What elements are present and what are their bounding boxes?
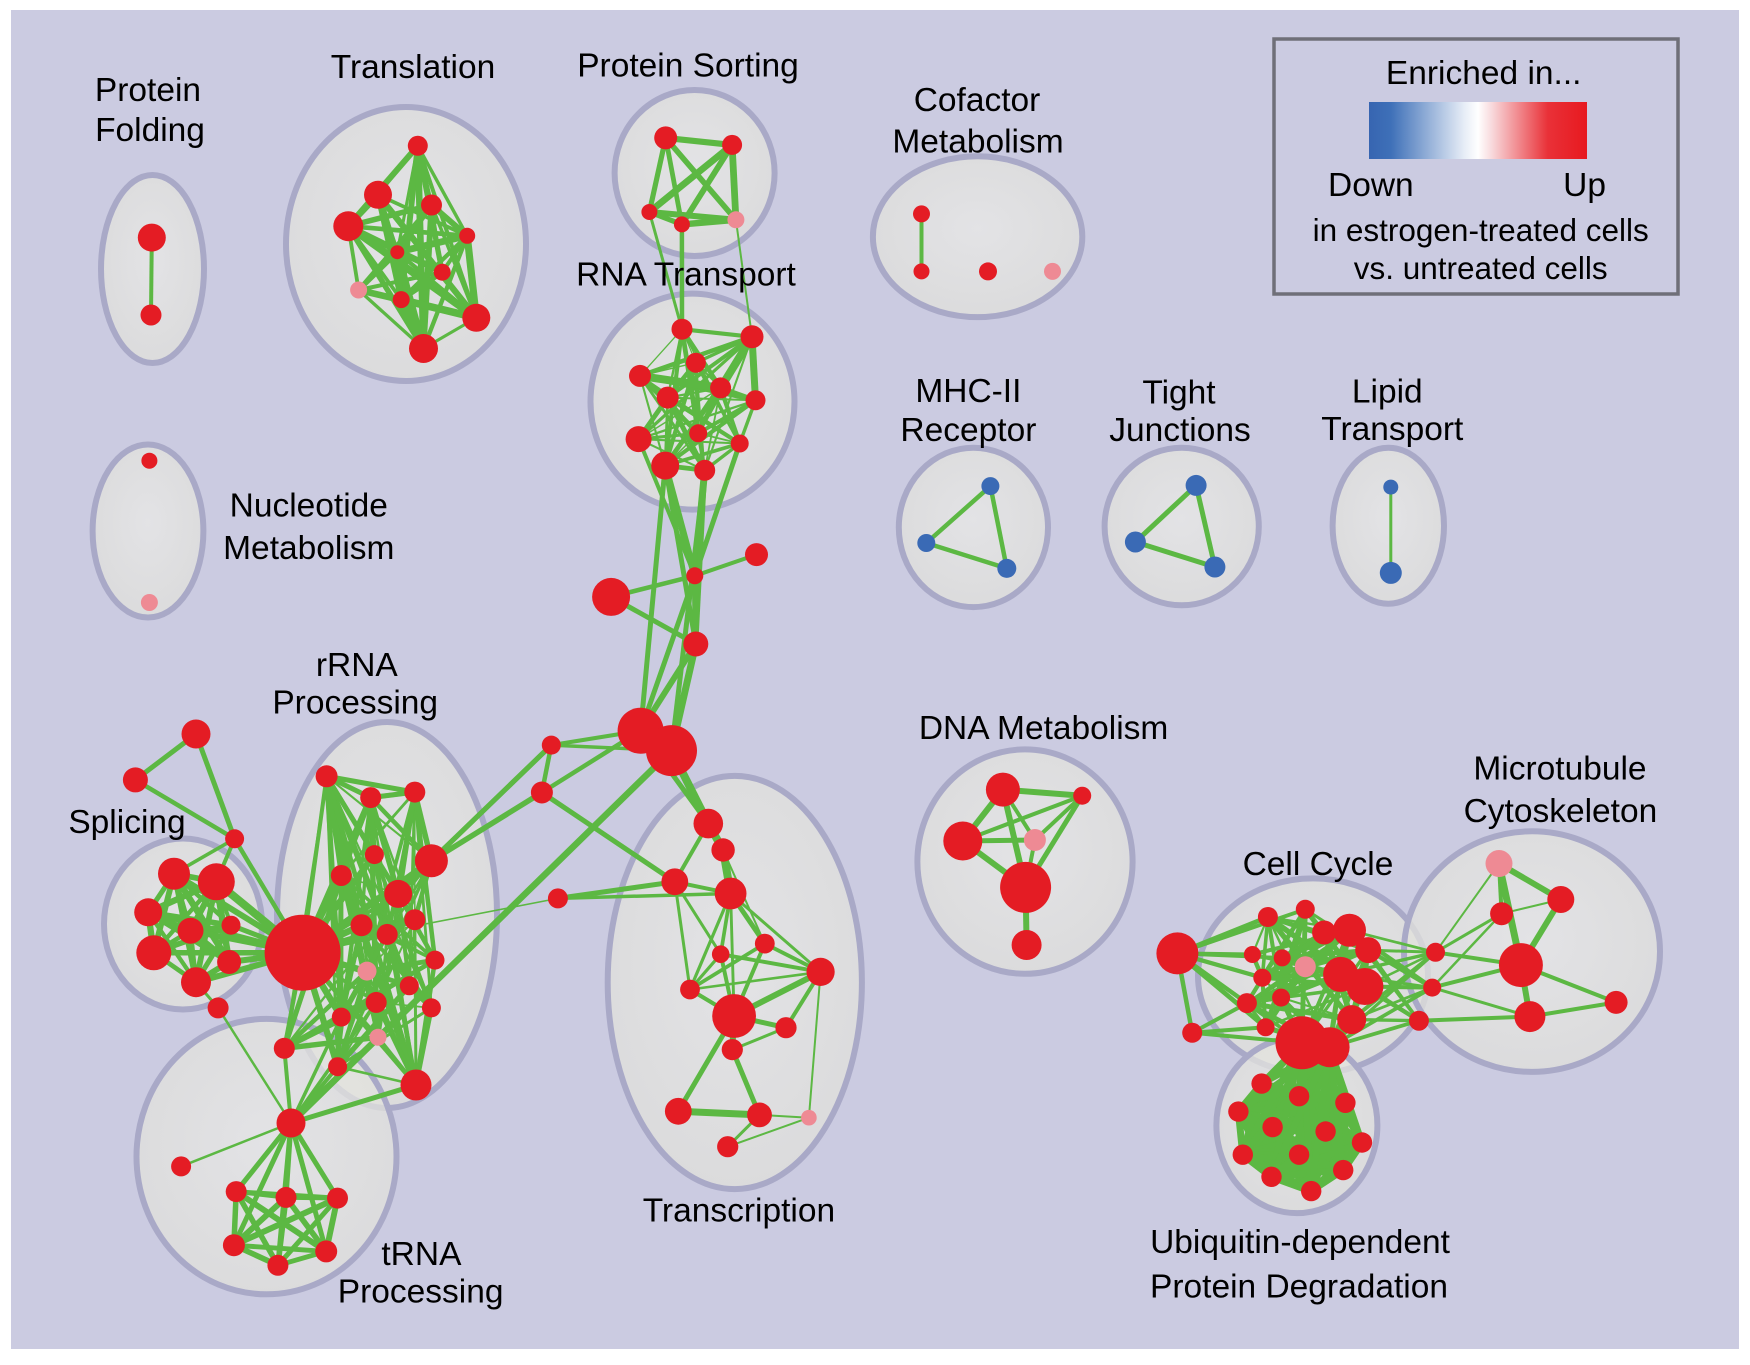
svg-text:Tight: Tight	[1142, 375, 1216, 412]
svg-text:Transport: Transport	[1321, 411, 1464, 448]
svg-text:Translation: Translation	[331, 49, 495, 86]
svg-text:Protein: Protein	[95, 72, 201, 109]
svg-text:Folding: Folding	[95, 112, 205, 149]
svg-text:Ubiquitin-dependent: Ubiquitin-dependent	[1150, 1224, 1451, 1261]
svg-text:Processing: Processing	[338, 1274, 504, 1311]
svg-text:MHC-II: MHC-II	[915, 373, 1021, 410]
svg-text:DNA Metabolism: DNA Metabolism	[919, 710, 1168, 747]
svg-text:Receptor: Receptor	[900, 412, 1036, 449]
svg-text:Cytoskeleton: Cytoskeleton	[1464, 793, 1658, 830]
svg-text:Transcription: Transcription	[643, 1193, 835, 1230]
svg-text:Up: Up	[1563, 167, 1606, 204]
svg-text:tRNA: tRNA	[381, 1236, 462, 1273]
svg-text:Enriched in...: Enriched in...	[1386, 55, 1582, 92]
svg-text:Lipid: Lipid	[1352, 374, 1423, 411]
svg-text:Cofactor: Cofactor	[914, 82, 1041, 119]
svg-text:Cell Cycle: Cell Cycle	[1243, 846, 1394, 883]
svg-text:Processing: Processing	[272, 685, 438, 722]
svg-text:vs. untreated cells: vs. untreated cells	[1354, 250, 1608, 286]
svg-text:Protein Sorting: Protein Sorting	[577, 48, 799, 85]
svg-text:Metabolism: Metabolism	[892, 124, 1063, 161]
svg-text:rRNA: rRNA	[316, 647, 399, 684]
svg-text:Nucleotide: Nucleotide	[230, 488, 388, 525]
svg-text:Microtubule: Microtubule	[1473, 751, 1646, 788]
svg-text:Metabolism: Metabolism	[223, 530, 394, 567]
svg-text:Splicing: Splicing	[68, 804, 185, 841]
svg-text:Junctions: Junctions	[1109, 412, 1251, 449]
svg-text:Down: Down	[1328, 167, 1414, 204]
svg-text:in estrogen-treated cells: in estrogen-treated cells	[1313, 212, 1649, 248]
svg-text:Protein Degradation: Protein Degradation	[1150, 1269, 1448, 1306]
svg-text:RNA Transport: RNA Transport	[576, 257, 796, 294]
